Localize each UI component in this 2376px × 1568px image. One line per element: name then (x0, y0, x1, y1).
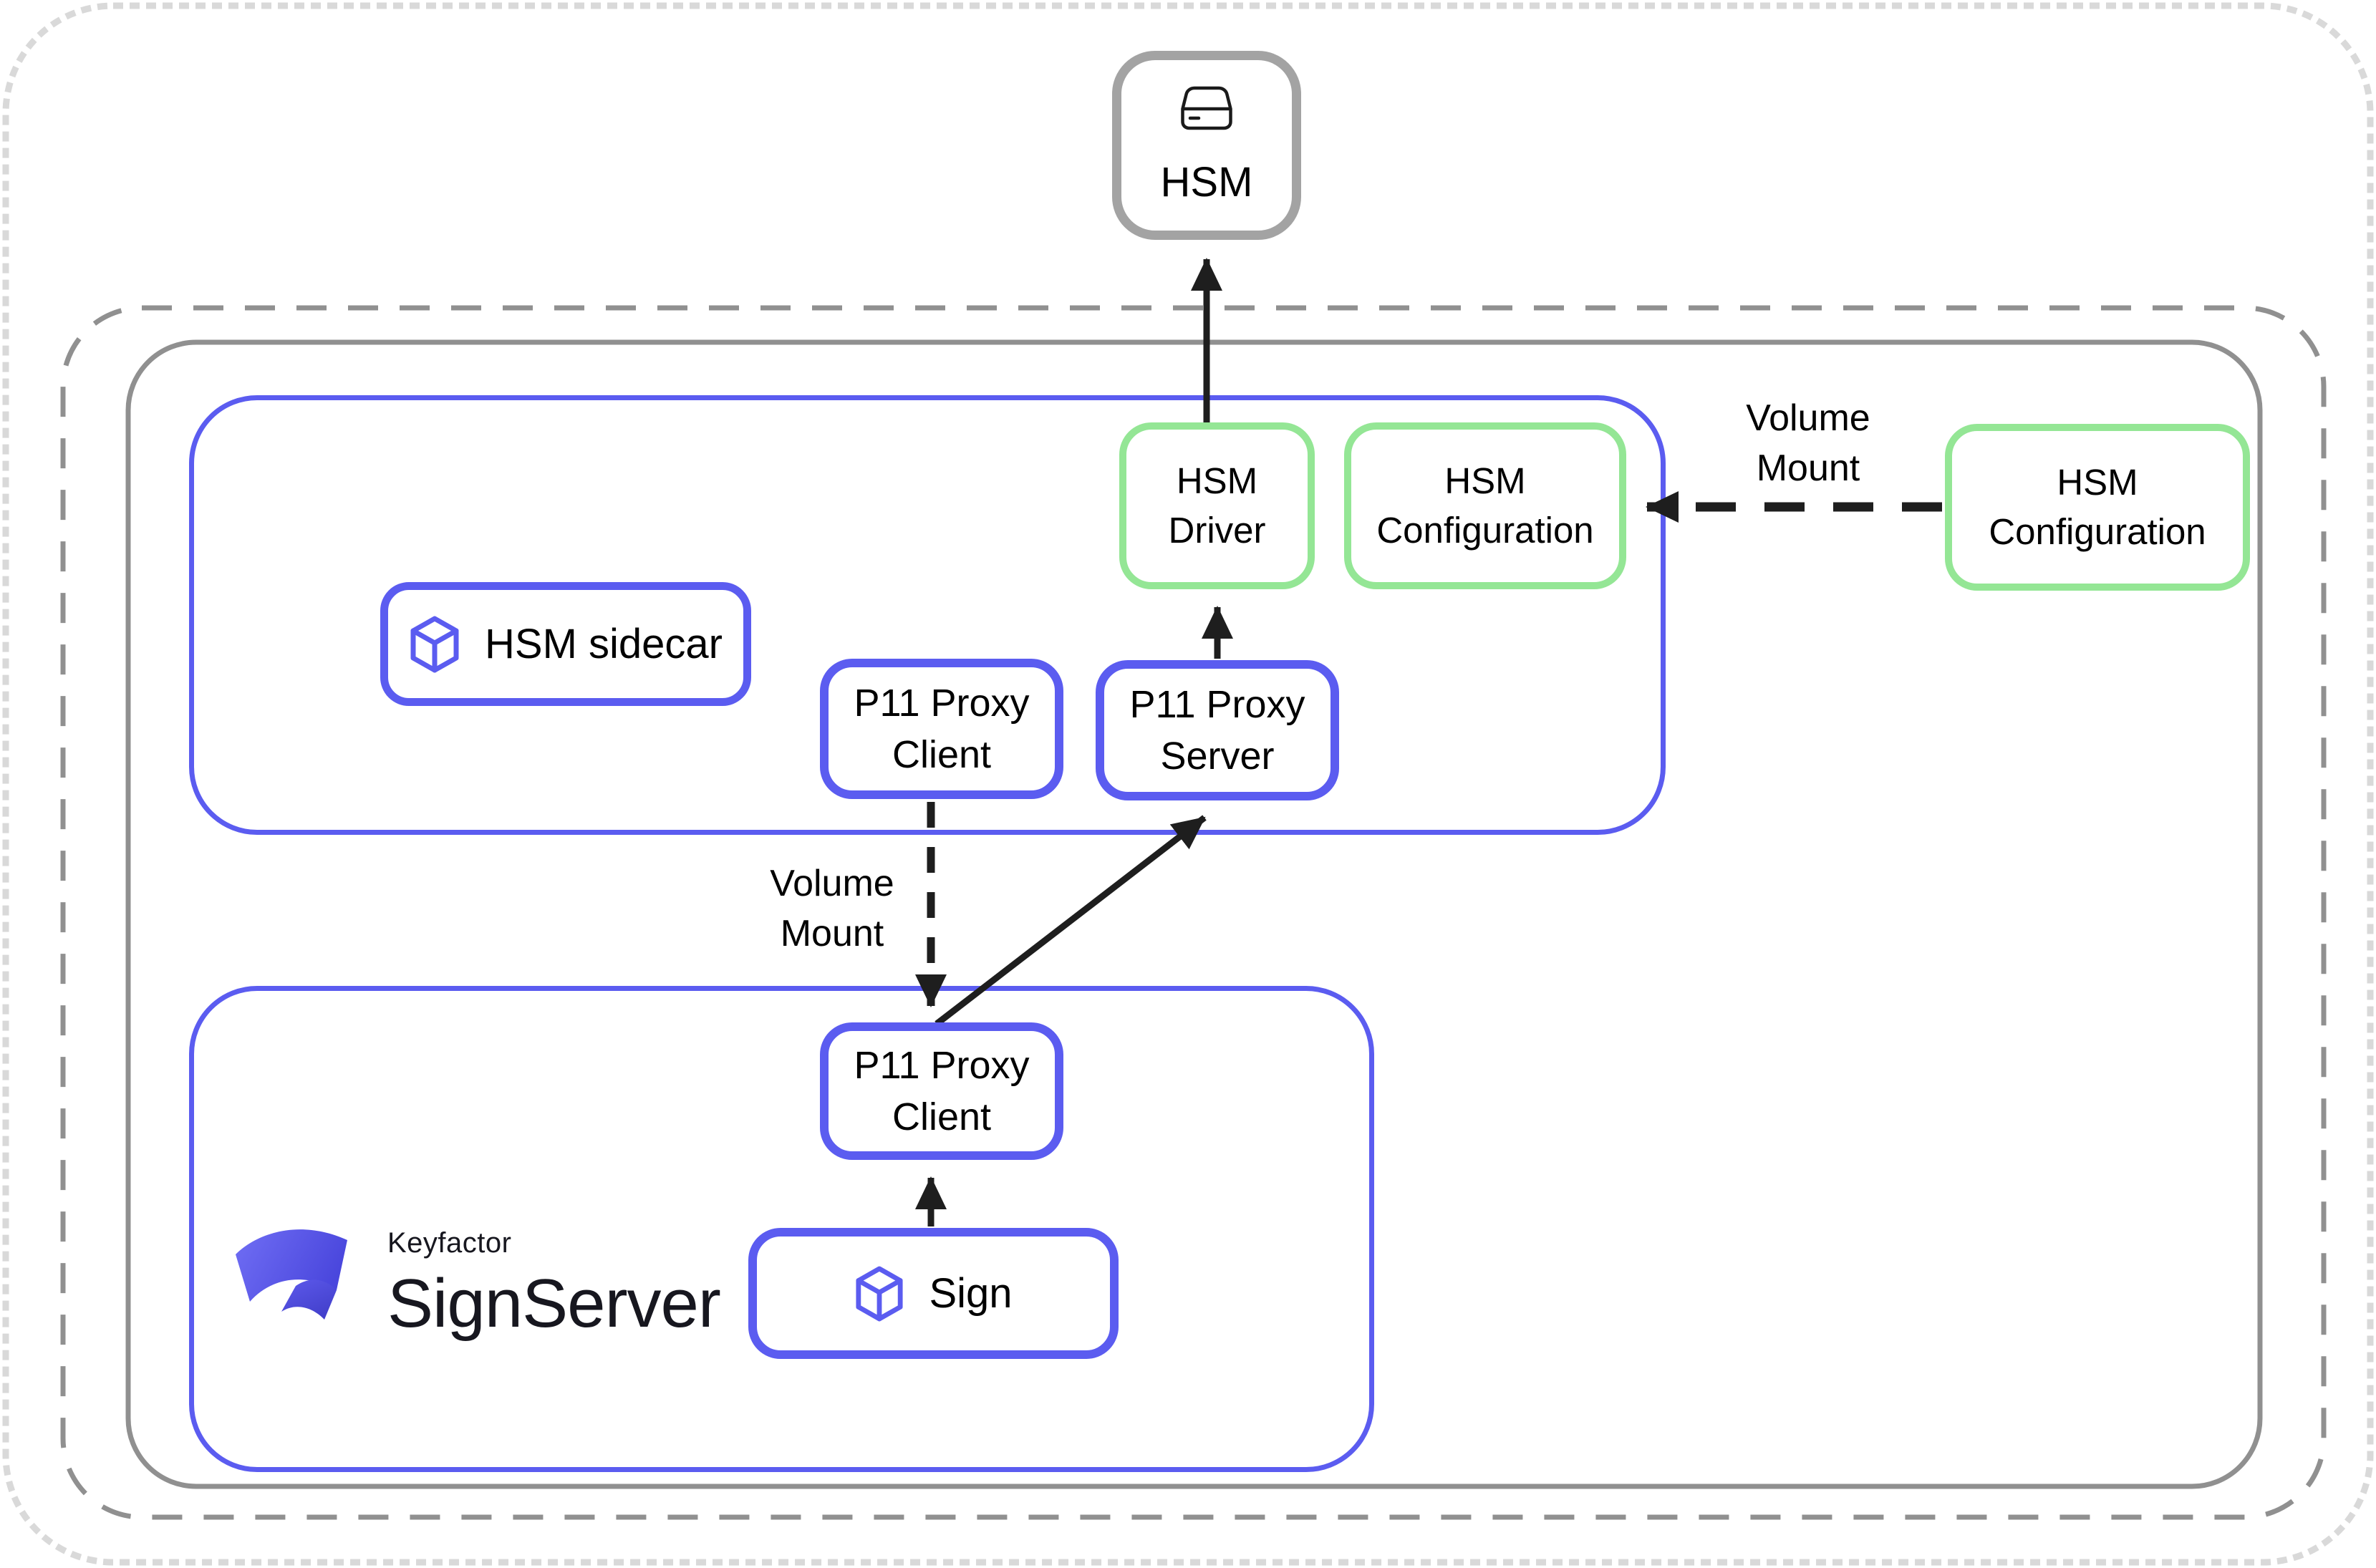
p11-proxy-server-line1: P11 Proxy (1129, 682, 1305, 726)
p11-proxy-client-signserver-line1: P11 Proxy (854, 1043, 1030, 1087)
p11-proxy-client-sidecar-line2: Client (892, 733, 992, 776)
logo-product-text: SignServer (387, 1265, 721, 1342)
cube-icon (856, 1266, 904, 1321)
volume-mount-proxy-label: Volume Mount (770, 863, 894, 954)
hsm-sidecar-pod-container (189, 395, 1666, 835)
hsm-node-label: HSM (1160, 158, 1253, 205)
cube-icon (410, 616, 459, 672)
logo-brand-text: Keyfactor (387, 1227, 512, 1259)
p11-proxy-client-sidecar-box: P11 Proxy Client (820, 659, 1063, 799)
hsm-sidecar-label: HSM sidecar (485, 621, 723, 667)
keyfactor-signserver-logo: Keyfactor SignServer (231, 1226, 721, 1343)
namespace-solid-boundary (125, 339, 2263, 1489)
hsm-configuration-external-line2: Configuration (1989, 510, 2206, 552)
hsm-driver-line1: HSM (1176, 460, 1258, 502)
sign-box: Sign (748, 1228, 1119, 1359)
hsm-driver-line2: Driver (1168, 509, 1266, 551)
drive-icon (1181, 86, 1232, 130)
hsm-node: HSM (1112, 51, 1301, 240)
p11-proxy-client-sidecar-line1: P11 Proxy (854, 681, 1030, 725)
hsm-configuration-line1: HSM (1444, 460, 1526, 502)
arrow-p11client-to-p11server (935, 815, 1207, 1027)
keyfactor-logo-mark (236, 1229, 347, 1320)
hsm-configuration-external-line1: HSM (2057, 462, 2138, 503)
hsm-sidecar-badge: HSM sidecar (380, 582, 751, 706)
hsm-configuration-line2: Configuration (1376, 509, 1594, 551)
p11-proxy-server-line2: Server (1160, 735, 1275, 778)
p11-proxy-client-signserver-box: P11 Proxy Client (820, 1022, 1063, 1160)
cluster-dashed-boundary (60, 305, 2327, 1520)
p11-proxy-server-box: P11 Proxy Server (1096, 660, 1339, 800)
hsm-configuration-external-box: HSM Configuration (1945, 424, 2250, 591)
hsm-driver-box: HSM Driver (1119, 422, 1315, 589)
hsm-configuration-box: HSM Configuration (1344, 422, 1626, 589)
signserver-pod-container (189, 986, 1374, 1472)
sign-label: Sign (929, 1270, 1013, 1317)
volume-mount-config-label: Volume Mount (1746, 397, 1870, 489)
p11-proxy-client-signserver-line2: Client (892, 1095, 992, 1138)
